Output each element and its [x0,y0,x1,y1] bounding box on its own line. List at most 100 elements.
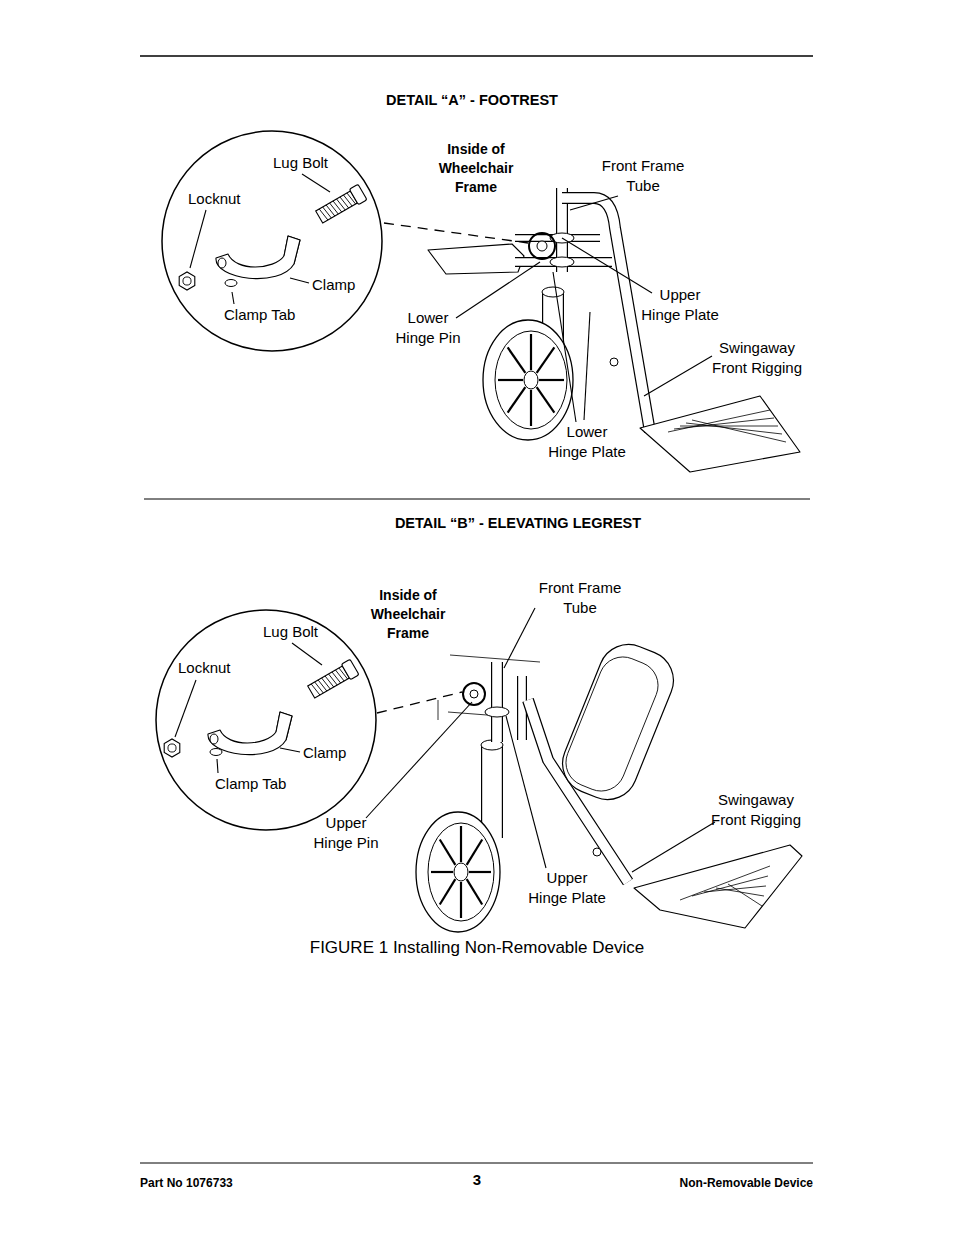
highlight-circle [463,683,485,705]
part-label: Locknut [188,189,241,209]
thread [325,675,334,688]
part-label: Front Frame Tube [593,156,693,196]
leader-line [292,643,322,665]
leader-line [366,702,472,818]
bolt-head [341,659,359,680]
clamp-symbol [216,236,300,279]
calf-pad [554,635,683,808]
caster-cap [542,287,564,297]
clamp-body [208,712,292,755]
armrest-frame [428,244,524,274]
part-label: Clamp Tab [224,305,295,325]
note-label: Inside of Wheelchair Frame [430,140,522,197]
tube [497,662,498,742]
tube-outline [481,745,503,838]
tube-outline [515,234,600,242]
part-label: Clamp [312,275,355,295]
footer-title: Non-Removable Device [680,1173,813,1193]
thread [323,206,332,219]
leader-line [553,272,576,422]
footplate-groove [686,423,782,434]
thread [337,198,346,211]
detail-a-illustration [162,131,800,472]
footplate-groove [728,884,762,906]
hub [524,371,538,389]
clamp-hole [218,258,226,268]
leader-line [456,262,540,318]
lug-bolt-symbol [307,659,359,700]
leader-line [190,210,206,268]
spoke [460,826,462,862]
note-label: Inside of Wheelchair Frame [362,586,454,643]
part-label: Swingaway Front Rigging [706,790,806,830]
tube-fill [482,745,502,838]
clamp-end [276,712,292,740]
part-label: Locknut [178,658,231,678]
leader-line [302,174,330,192]
lower-hinge-plate [550,257,574,267]
rim [428,823,494,921]
clamp-tab-symbol [210,749,222,756]
clamp-tab-symbol [225,280,237,287]
upper-hinge-plate [485,707,509,717]
part-label: Clamp [303,743,346,763]
part-label: Front Frame Tube [530,578,630,618]
bolt-shank [316,191,358,223]
thread [335,669,344,682]
calf-pad-inner [559,650,666,799]
part-label: Lug Bolt [263,622,318,642]
footer-part-number: Part No 1076733 [140,1173,233,1193]
spoke [467,879,483,904]
spoke [537,387,555,412]
thread [318,679,327,692]
thread [319,208,328,221]
hub [454,863,468,881]
part-label: Upper Hinge Plate [527,868,608,908]
leader-line [175,680,196,737]
thread [322,677,331,690]
figure-caption: FIGURE 1 Installing Non-Removable Device [310,938,644,958]
spoke [431,871,453,873]
leader-line [506,716,546,868]
part-label: Lower Hinge Pin [391,308,466,348]
spoke [469,871,491,873]
thread [330,202,339,215]
locknut-hole [168,744,176,752]
page-number: 3 [457,1170,497,1189]
section-heading: DETAIL “B” - ELEVATING LEGREST [338,513,698,533]
lug-bolt-symbol [315,184,367,225]
spoke [498,379,523,381]
rule [140,55,813,57]
thread [329,673,338,686]
rim [495,331,567,429]
locknut-hole [183,277,191,285]
spoke [530,390,532,426]
thread [333,200,342,213]
part-label: Swingaway Front Rigging [707,338,807,378]
caster-wheel [483,320,573,440]
thread [343,194,352,207]
footplate-groove [680,866,770,900]
part-label: Clamp Tab [215,774,286,794]
spoke [508,347,526,372]
detail-dash-line [377,692,462,713]
part-label: Upper Hinge Plate [640,285,721,325]
leader-line [584,312,590,420]
release-knob [593,848,601,856]
leader-line [290,278,309,283]
lug-bolt-head [470,690,478,698]
footplate-groove [692,420,786,442]
thread [340,196,349,209]
tube-fill [562,198,650,432]
section-heading: DETAIL “A” - FOOTREST [312,90,632,110]
rule [144,499,810,500]
highlight-circle [529,233,555,259]
spoke [440,839,456,864]
detail-b-illustration [156,608,802,932]
leader-line [562,238,652,293]
tube [492,745,493,838]
leader-line [232,292,234,304]
bolt-shank [308,666,350,698]
leader-line [280,748,300,752]
